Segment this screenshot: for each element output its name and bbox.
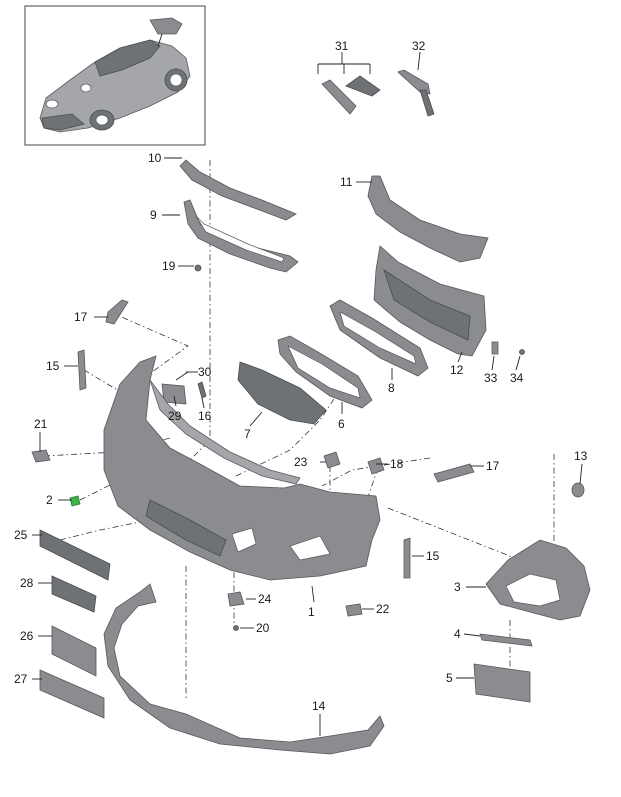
part-13-bump-stop: [571, 482, 585, 498]
part-26-plate: [51, 625, 97, 677]
callout-17-right: 17: [486, 459, 500, 473]
callout-34: 34: [510, 371, 524, 385]
part-2-accent-clip: [69, 495, 81, 507]
callout-20: 20: [256, 621, 270, 635]
part-15-side-bracket-left: [77, 349, 87, 391]
callout-33: 33: [484, 371, 498, 385]
callout-22: 22: [376, 602, 390, 616]
callout-14: 14: [312, 699, 326, 713]
callout-15-left: 15: [46, 359, 60, 373]
car-illustration: [39, 17, 191, 133]
callout-4: 4: [454, 627, 461, 641]
part-27-plate: [39, 669, 105, 719]
part-19-screw: [194, 264, 202, 272]
callout-1: 1: [308, 605, 315, 619]
callout-5: 5: [446, 671, 453, 685]
part-17-bracket-right: [433, 463, 475, 483]
part-17-bracket-left: [105, 299, 129, 325]
part-8-duct-frame: [329, 299, 429, 377]
callout-28: 28: [20, 576, 34, 590]
part-30-bolt: [175, 371, 189, 381]
callout-31: 31: [335, 39, 349, 53]
callout-29: 29: [168, 409, 182, 423]
callout-10: 10: [148, 151, 162, 165]
part-31-adhesive-kit: [317, 63, 381, 115]
callout-13: 13: [574, 449, 588, 463]
part-21-clip: [31, 449, 51, 463]
callout-labels: 10 9 19 11 31 32 17 15 30 29 16 21 2 7 6…: [14, 39, 588, 713]
part-16-screw: [197, 381, 207, 399]
callout-7: 7: [244, 427, 251, 441]
part-28-plate: [51, 575, 97, 613]
part-34-screw: [519, 349, 525, 355]
callout-24: 24: [258, 592, 272, 606]
callout-3: 3: [454, 580, 461, 594]
callout-26: 26: [20, 629, 34, 643]
part-25-plate: [39, 529, 111, 581]
part-6-grille-surround: [277, 335, 373, 409]
part-22-clip: [345, 603, 363, 617]
vehicle-thumbnail: [24, 5, 206, 146]
part-14-lip-spoiler: [103, 583, 385, 755]
part-29-mount: [161, 383, 187, 405]
part-18-bracket: [367, 457, 385, 475]
callout-30: 30: [198, 365, 212, 379]
part-3-grille-carrier: [485, 539, 591, 621]
part-15-side-bracket-right: [403, 537, 411, 579]
callout-2: 2: [46, 493, 53, 507]
part-5-vent-insert: [473, 663, 531, 703]
part-24-nut: [227, 591, 245, 607]
callout-8: 8: [388, 381, 395, 395]
callout-15-right: 15: [426, 549, 440, 563]
callout-9: 9: [150, 208, 157, 222]
callout-27: 27: [14, 672, 28, 686]
callout-25: 25: [14, 528, 28, 542]
part-23-sensor: [323, 451, 341, 469]
callout-23: 23: [294, 455, 308, 469]
callout-18: 18: [390, 457, 404, 471]
callout-17-left: 17: [74, 310, 88, 324]
callout-6: 6: [338, 417, 345, 431]
leader-lines: [32, 51, 583, 736]
part-20-screw: [233, 625, 239, 631]
callout-19: 19: [162, 259, 176, 273]
callout-16: 16: [198, 409, 212, 423]
part-33-clip: [491, 341, 499, 355]
part-12-duct-housing: [373, 245, 487, 357]
part-1-bumper-cover: [103, 355, 381, 581]
part-32-applicator-gun: [397, 69, 435, 117]
part-11-duct-cover: [367, 175, 489, 263]
part-10-grille-strip: [179, 159, 297, 221]
part-7-grille-insert: [237, 361, 327, 425]
callout-11: 11: [340, 175, 353, 189]
callout-12: 12: [450, 363, 464, 377]
part-4-trim-strip: [479, 633, 533, 647]
callout-32: 32: [412, 39, 426, 53]
part-9-grille-frame: [183, 199, 299, 273]
callout-21: 21: [34, 417, 48, 431]
